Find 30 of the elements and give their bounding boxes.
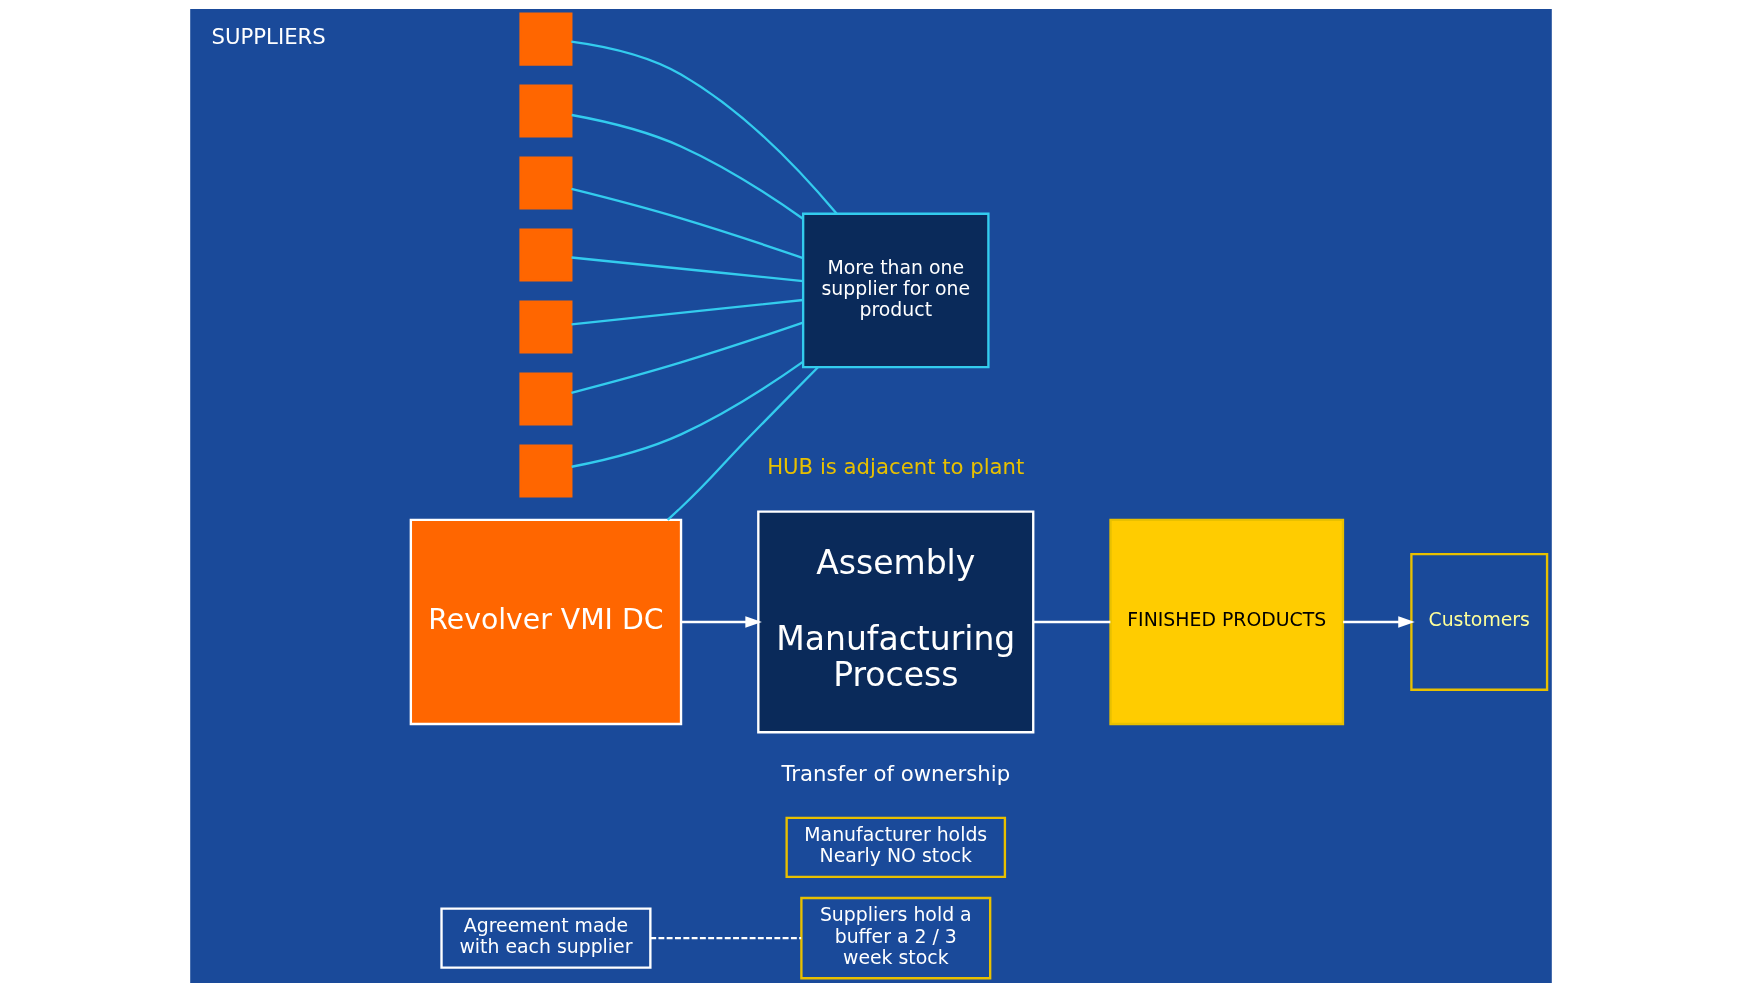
node-box	[518, 227, 572, 282]
node-box	[518, 156, 572, 210]
node-box: Assembly Manufacturing Process	[756, 509, 1034, 733]
label: HUB is adjacent to plant	[766, 453, 1024, 479]
node-box	[518, 443, 572, 497]
connector	[649, 936, 801, 939]
connector	[1032, 620, 1110, 623]
node-box: More than one supplier for one product	[801, 212, 990, 368]
node-box	[518, 371, 572, 425]
node-box: Revolver VMI DC	[409, 518, 682, 725]
connector	[570, 320, 803, 394]
connector	[570, 360, 804, 468]
node-box: Manufacturer holds Nearly NO stock	[784, 816, 1006, 878]
node-box: Suppliers hold a buffer a 2 / 3 week stock	[799, 896, 991, 979]
node-box	[518, 84, 572, 138]
connector	[570, 298, 803, 326]
node-box: Agreement made with each supplier	[439, 907, 652, 969]
connector	[666, 365, 819, 521]
node-box: Customers	[1409, 552, 1548, 691]
label: SUPPLIERS	[211, 23, 326, 49]
connector	[570, 39, 837, 214]
node-box	[518, 299, 572, 354]
arrow	[1342, 615, 1415, 628]
arrow	[680, 615, 762, 628]
label: Transfer of ownership	[780, 760, 1010, 786]
connector	[570, 187, 803, 259]
connector	[570, 113, 804, 220]
connector	[570, 255, 803, 282]
node-box: FINISHED PRODUCTS	[1108, 518, 1344, 725]
node-box	[518, 12, 572, 66]
